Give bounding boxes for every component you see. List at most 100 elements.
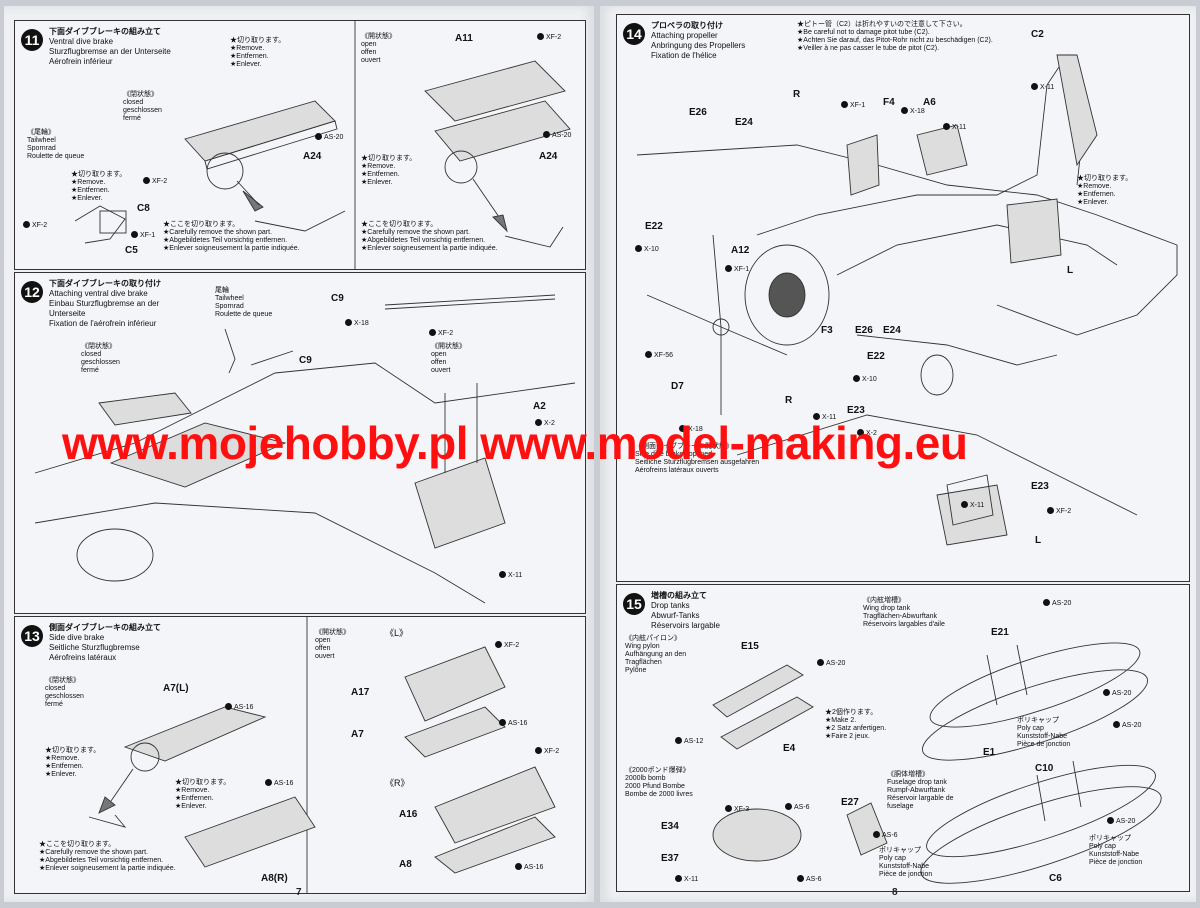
paint-as20-d: AS-20: [1113, 721, 1141, 729]
step-13-panel: 13 側面ダイブブレーキの組み立て Side dive brake Seitli…: [14, 616, 586, 894]
part-c5: C5: [125, 245, 138, 256]
step-title: 増槽の組み立て Drop tanks Abwurf-Tanks Réservoi…: [651, 591, 720, 631]
closed-label: 《閉状態》 closed geschlossen fermé: [45, 677, 84, 708]
remove-note: ★切り取ります。 ★Remove. ★Entfernen. ★Enlever.: [1077, 175, 1133, 206]
side-brake-label: 《側面ダイブブレーキ開状態》 Side dive brakes opened S…: [635, 443, 760, 474]
part-c9: C9: [331, 293, 344, 304]
step-number: 15: [623, 593, 645, 615]
tailwheel-label: 尾輪 Tailwheel Spornrad Roulette de queue: [215, 287, 273, 318]
part-a24: A24: [303, 151, 322, 162]
paint-x11: X-11: [675, 875, 698, 883]
part-c9-b: C9: [299, 355, 312, 366]
r-label: 《R》: [385, 778, 410, 788]
careful-note: ★ここを切り取ります。 ★Carefully remove the shown …: [39, 841, 176, 872]
paint-x10: X-10: [635, 245, 659, 253]
step-title-translations: Drop tanks Abwurf-Tanks Réservoirs larga…: [651, 601, 720, 630]
watermark-text: www.mojehobby.pl www.model-making.eu: [62, 417, 968, 469]
paint-as12: AS-12: [675, 737, 703, 745]
part-l: L: [1067, 265, 1074, 276]
part-e26: E26: [689, 107, 707, 118]
paint-as6-c: AS-6: [797, 875, 822, 883]
open-label: 《開状態》 open offen ouvert: [431, 343, 466, 374]
step-11-panel: 11 下面ダイブブレーキの組み立て Ventral dive brake Stu…: [14, 20, 586, 270]
paint-x2: X-2: [535, 419, 555, 427]
paint-as16: AS-16: [225, 703, 253, 711]
paint-xf2-c: XF-2: [537, 33, 561, 41]
page-number: 8: [892, 887, 898, 898]
part-e26-b: E26: [855, 325, 873, 336]
step-number: 12: [21, 281, 43, 303]
step-title-translations: Side dive brake Seitliche Sturzflugbrems…: [49, 633, 140, 662]
step-number: 11: [21, 29, 43, 51]
part-a17: A17: [351, 687, 370, 698]
remove-note-2: ★切り取ります。 ★Remove. ★Entfernen. ★Enlever.: [175, 779, 231, 810]
part-f3: F3: [821, 325, 833, 336]
part-e1: E1: [983, 747, 996, 758]
page-number: 7: [296, 887, 302, 898]
instruction-page-right: 14 プロペラの取り付け Attaching propeller Anbring…: [600, 6, 1196, 902]
paint-as16-c: AS-16: [499, 719, 527, 727]
tailwheel-label: 《尾輪》 Tailwheel Spornrad Roulette de queu…: [27, 129, 85, 160]
paint-x11-b: X-11: [943, 123, 966, 131]
open-label: 《開状態》 open offen ouvert: [361, 33, 396, 64]
ventral-brake-illustration: [74, 21, 571, 269]
part-a2: A2: [533, 401, 546, 412]
part-a12: A12: [731, 245, 750, 256]
drop-tank-illustration: [712, 642, 1162, 884]
part-c2: C2: [1031, 29, 1044, 40]
part-a7: A7: [351, 729, 364, 740]
step-title-jp: プロペラの取り付け: [651, 21, 723, 30]
l-label: 《L》: [385, 628, 409, 638]
part-e4: E4: [783, 743, 796, 754]
step-title-translations: Attaching ventral dive brake Einbau Stur…: [49, 289, 160, 328]
step-title-translations: Attaching propeller Anbringung des Prope…: [651, 31, 746, 60]
remove-note: ★切り取ります。 ★Remove. ★Entfernen. ★Enlever.: [45, 747, 101, 778]
paint-x11-d: X-11: [961, 501, 984, 509]
part-a8r: A8(R): [261, 873, 288, 884]
paint-xf2: XF-2: [143, 177, 167, 185]
part-e15: E15: [741, 641, 759, 652]
step-title-jp: 下面ダイブブレーキの組み立て: [49, 27, 161, 36]
polycap-label-2: ポリキャップ Poly cap Kunststoff-Nabe Pièce de…: [879, 847, 933, 878]
paint-as20-c: AS-20: [1103, 689, 1131, 697]
paint-x11: X-11: [1031, 83, 1054, 91]
open-label: 《開状態》 open offen ouvert: [315, 629, 350, 660]
paint-as16-b: AS-16: [265, 779, 293, 787]
paint-xf2: XF-2: [495, 641, 519, 649]
wing-tank-label: 《内舷増槽》 Wing drop tank Tragflächen-Abwurf…: [863, 597, 945, 628]
pitot-note: ★ピトー管（C2）は折れやすいので注意して下さい。 ★Be careful no…: [797, 21, 993, 52]
part-e34: E34: [661, 821, 679, 832]
part-c8: C8: [137, 203, 150, 214]
part-e37: E37: [661, 853, 679, 864]
remove-note: ★切り取ります。 ★Remove. ★Entfernen. ★Enlever.: [230, 37, 286, 68]
part-a6: A6: [923, 97, 936, 108]
paint-x10-b: X-10: [853, 375, 877, 383]
step-number: 14: [623, 23, 645, 45]
paint-as20-b: AS-20: [1043, 599, 1071, 607]
paint-as20-b: AS-20: [543, 131, 571, 139]
part-a8: A8: [399, 859, 412, 870]
step-title-jp: 増槽の組み立て: [651, 591, 707, 600]
paint-x2: X-2: [857, 429, 877, 437]
paint-x11: X-11: [499, 571, 522, 579]
paint-x18: X-18: [901, 107, 925, 115]
step-15-panel: 15 増槽の組み立て Drop tanks Abwurf-Tanks Réser…: [616, 584, 1190, 892]
part-a11: A11: [455, 33, 473, 44]
part-d7: D7: [671, 381, 684, 392]
make2-note: ★2個作ります。 ★Make 2. ★2 Satz anfertigen. ★F…: [825, 709, 887, 740]
part-r: R: [793, 89, 801, 100]
paint-x11-c: X-11: [813, 413, 836, 421]
polycap-label-3: ポリキャップ Poly cap Kunststoff-Nabe Pièce de…: [1089, 835, 1143, 866]
step-title: プロペラの取り付け Attaching propeller Anbringung…: [651, 21, 745, 61]
part-e23: E23: [847, 405, 865, 416]
part-f4: F4: [883, 97, 895, 108]
paint-x18-b: X-18: [679, 425, 703, 433]
step-title-jp: 下面ダイブブレーキの取り付け: [49, 279, 161, 288]
paint-as20: AS-20: [315, 133, 343, 141]
paint-xf1: XF-1: [131, 231, 155, 239]
paint-xf2-b: XF-2: [23, 221, 47, 229]
part-l-b: L: [1035, 535, 1042, 546]
instruction-page-left: 11 下面ダイブブレーキの組み立て Ventral dive brake Stu…: [4, 6, 594, 902]
polycap-label: ポリキャップ Poly cap Kunststoff-Nabe Pièce de…: [1017, 717, 1071, 748]
step-title: 下面ダイブブレーキの取り付け Attaching ventral dive br…: [49, 279, 161, 329]
